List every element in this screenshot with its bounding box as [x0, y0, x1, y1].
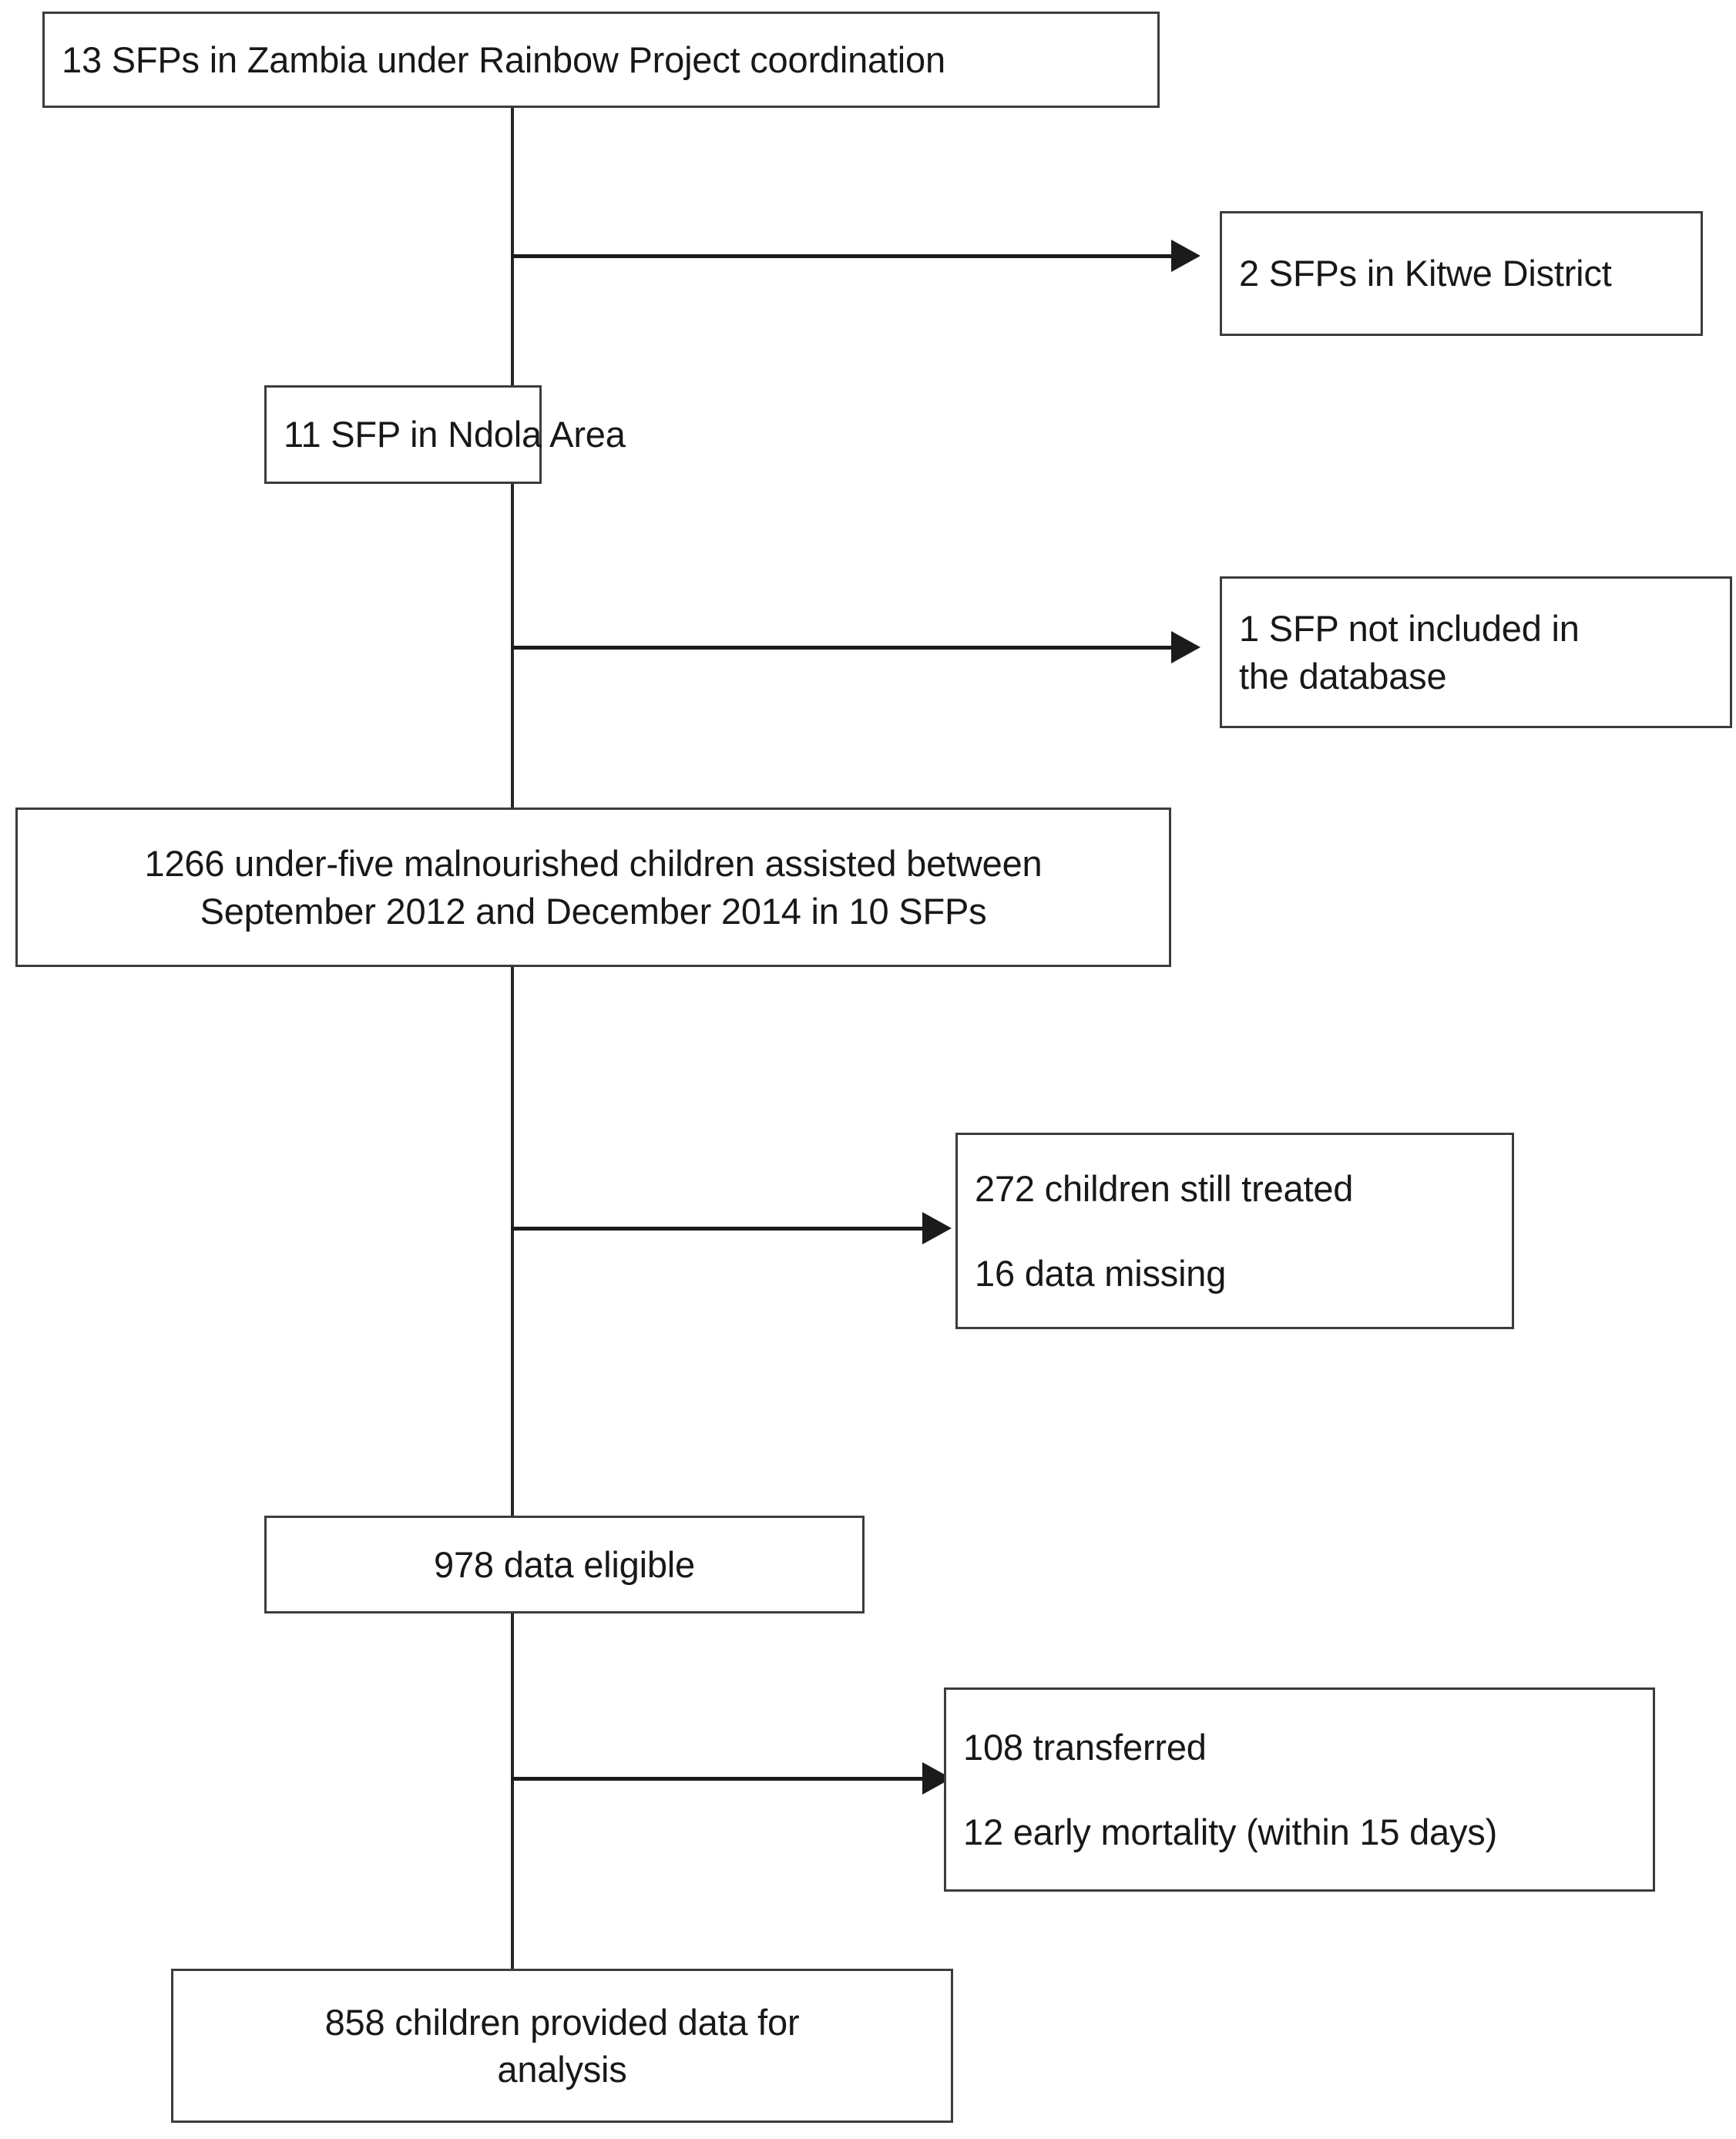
connector-spine-eligible-to-analysis [511, 1613, 514, 1969]
connector-spine-total-to-ndola [511, 108, 514, 385]
flow-node-transferred-excluded: 108 transferred 12 early mortality (with… [944, 1687, 1655, 1892]
flow-node-total-sfps-line-1: 13 SFPs in Zambia under Rainbow Project … [62, 39, 945, 80]
arrowhead-icon-not-included [1171, 631, 1200, 663]
flow-node-children-assisted: 1266 under-five malnourished children as… [15, 808, 1171, 967]
flow-node-total-sfps: 13 SFPs in Zambia under Rainbow Project … [42, 12, 1160, 108]
branch-arrow-line-kitwe [511, 254, 1174, 258]
branch-arrow-line-transferred [511, 1777, 925, 1781]
flow-node-still-treated-excluded: 272 children still treated 16 data missi… [955, 1133, 1514, 1329]
flow-node-sfp-not-in-database-line-2: the database [1239, 655, 1447, 697]
flow-node-kitwe-excluded-line-1: 2 SFPs in Kitwe District [1239, 253, 1612, 294]
flow-node-final-analysis-line-1: 858 children provided data for [324, 2001, 800, 2043]
connector-spine-assisted-to-eligible [511, 967, 514, 1516]
flow-node-still-treated-excluded-line-2: 16 data missing [975, 1252, 1227, 1294]
flow-node-transferred-excluded-line-2: 12 early mortality (within 15 days) [963, 1811, 1498, 1852]
flow-node-sfp-not-in-database: 1 SFP not included in the database [1220, 576, 1732, 728]
flow-node-data-eligible-line-1: 978 data eligible [434, 1543, 695, 1585]
flow-node-sfp-not-in-database-line-1: 1 SFP not included in [1239, 608, 1580, 650]
arrowhead-icon-still-treated [922, 1212, 952, 1244]
flow-node-still-treated-excluded-line-1: 272 children still treated [975, 1168, 1354, 1210]
arrowhead-icon-kitwe [1171, 240, 1200, 272]
branch-arrow-line-not-included [511, 646, 1174, 650]
flow-node-transferred-excluded-line-1: 108 transferred [963, 1727, 1207, 1768]
branch-arrow-line-still-treated [511, 1227, 925, 1231]
flow-node-children-assisted-line-2: September 2012 and December 2014 in 10 S… [200, 890, 987, 932]
flow-node-ndola: 11 SFP in Ndola Area [264, 385, 626, 484]
flow-node-data-eligible: 978 data eligible [264, 1516, 865, 1613]
flow-node-ndola-line-1: 11 SFP in Ndola Area [284, 414, 626, 455]
flow-node-kitwe-excluded: 2 SFPs in Kitwe District [1220, 211, 1703, 336]
flow-node-final-analysis: 858 children provided data for analysis [171, 1969, 953, 2123]
flow-node-final-analysis-line-2: analysis [497, 2049, 627, 2090]
flow-node-children-assisted-line-1: 1266 under-five malnourished children as… [144, 843, 1043, 885]
